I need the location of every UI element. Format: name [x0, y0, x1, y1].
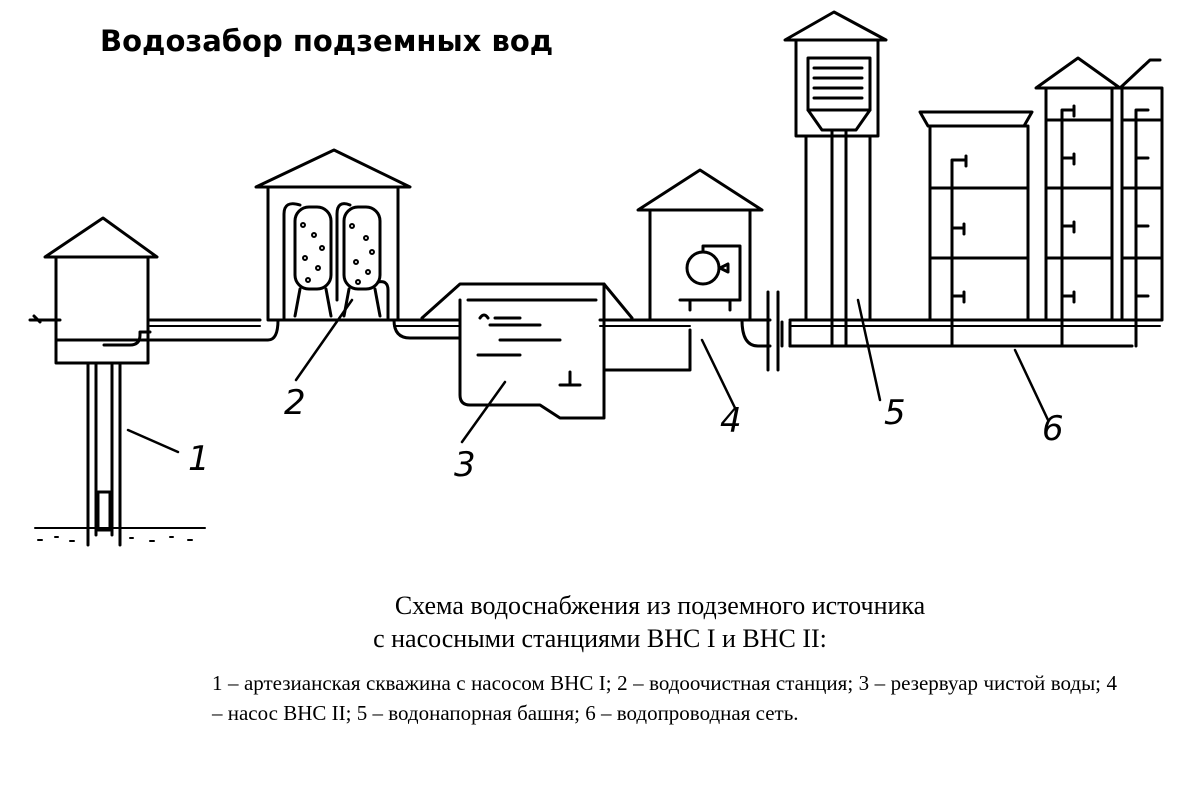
pipe-break-marks [766, 290, 792, 372]
label-3: 3 [454, 445, 476, 485]
page-title: Водозабор подземных вод [100, 24, 554, 58]
caption-legend: 1 – артезианская скважина с насосом ВНС … [212, 671, 1117, 725]
pump-house [636, 168, 772, 348]
caption-title-line-2: с насосными станциями ВНС I и ВНС II: [373, 624, 827, 653]
well-house [43, 216, 159, 547]
pipe-reservoir-pump [602, 328, 692, 372]
treatment-station [148, 148, 462, 342]
diagram-numbers: 1 2 3 4 5 6 [188, 383, 1064, 485]
houses-network [918, 56, 1164, 348]
label-6: 6 [1042, 409, 1064, 449]
well-ground [34, 527, 206, 542]
label-2: 2 [284, 383, 306, 423]
label-5: 5 [884, 393, 906, 433]
filter-media [300, 222, 375, 285]
caption-title-line-1: Схема водоснабжения из подземного источн… [394, 591, 926, 620]
clean-water-reservoir [420, 282, 634, 420]
leader-lines [126, 298, 1050, 454]
label-1: 1 [188, 439, 210, 479]
label-4: 4 [720, 401, 742, 441]
water-tower [783, 10, 1134, 348]
